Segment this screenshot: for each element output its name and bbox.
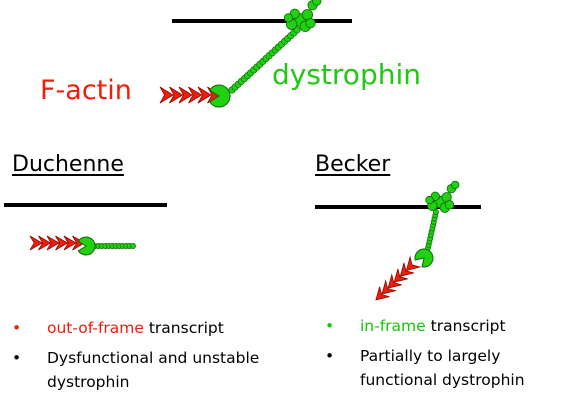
dystrophin-terminal-domain <box>283 13 294 23</box>
actin-arrowhead <box>38 235 52 251</box>
dystrophin-actin-binding-head <box>209 84 231 108</box>
dystrophin-actin-binding-head <box>414 248 434 268</box>
actin-arrowhead <box>399 262 414 277</box>
actin-arrowhead <box>72 235 86 251</box>
actin-arrowhead <box>178 86 193 104</box>
dystrophin-bead <box>130 243 136 249</box>
actin-arrowhead <box>197 86 212 104</box>
actin-arrowhead <box>387 273 402 289</box>
becker-heading: Becker <box>315 152 391 177</box>
actin-arrowhead <box>188 86 203 104</box>
dystrophin-main <box>209 0 322 108</box>
factin-label: F-actin <box>40 75 132 106</box>
actin-arrowhead <box>405 255 422 271</box>
dystrophin-terminal-domain <box>451 180 460 190</box>
actin-arrowhead <box>381 279 398 295</box>
actin-arrowhead <box>159 86 174 104</box>
actin-arrowhead <box>46 235 60 251</box>
becker-point: • Partially to largely functional dystro… <box>325 344 580 392</box>
actin-arrowhead <box>375 286 390 301</box>
bullet-dot: • <box>325 317 335 335</box>
actin-arrowhead <box>169 86 184 104</box>
actin-arrowhead <box>55 235 69 251</box>
becker-point: • in-frame transcript <box>325 314 580 338</box>
duchenne-point: • out-of-frame transcript <box>12 316 282 340</box>
bullet-dot: • <box>325 347 335 365</box>
point-text: Partially to largely functional dystroph… <box>360 347 525 389</box>
actin-arrowhead <box>63 235 77 251</box>
duchenne-point: • Dysfunctional and unstable dystrophin <box>12 346 282 394</box>
dystrophin-terminal-domain <box>444 200 455 210</box>
actin-arrowhead <box>393 268 408 283</box>
actin-arrowhead <box>29 235 43 251</box>
becker-points: • in-frame transcript • Partially to lar… <box>325 314 580 398</box>
point-text: Dysfunctional and unstable dystrophin <box>47 349 260 391</box>
duchenne-points: • out-of-frame transcript • Dysfunctiona… <box>12 316 282 400</box>
dystrophin-bead <box>293 26 301 34</box>
point-emphasis: out-of-frame <box>47 319 144 337</box>
dystrophin-terminal-domain <box>425 195 434 205</box>
dystrophin-terminal-domain <box>305 18 316 29</box>
dystrophin-truncated-duchenne <box>77 236 136 256</box>
factin-arrowheads-becker <box>375 255 422 301</box>
dystrophin-label: dystrophin <box>272 58 421 91</box>
duchenne-heading: Duchenne <box>12 152 124 177</box>
bullet-dot: • <box>12 319 22 337</box>
point-emphasis: in-frame <box>360 317 426 335</box>
dystrophin-partial-becker <box>414 180 460 268</box>
dystrophin-terminal-domain <box>312 0 322 6</box>
dystrophin-actin-binding-head <box>77 236 96 256</box>
bullet-dot: • <box>12 349 22 367</box>
factin-arrowheads-duchenne <box>29 235 86 251</box>
point-text: transcript <box>425 317 506 335</box>
point-text: transcript <box>143 319 224 337</box>
